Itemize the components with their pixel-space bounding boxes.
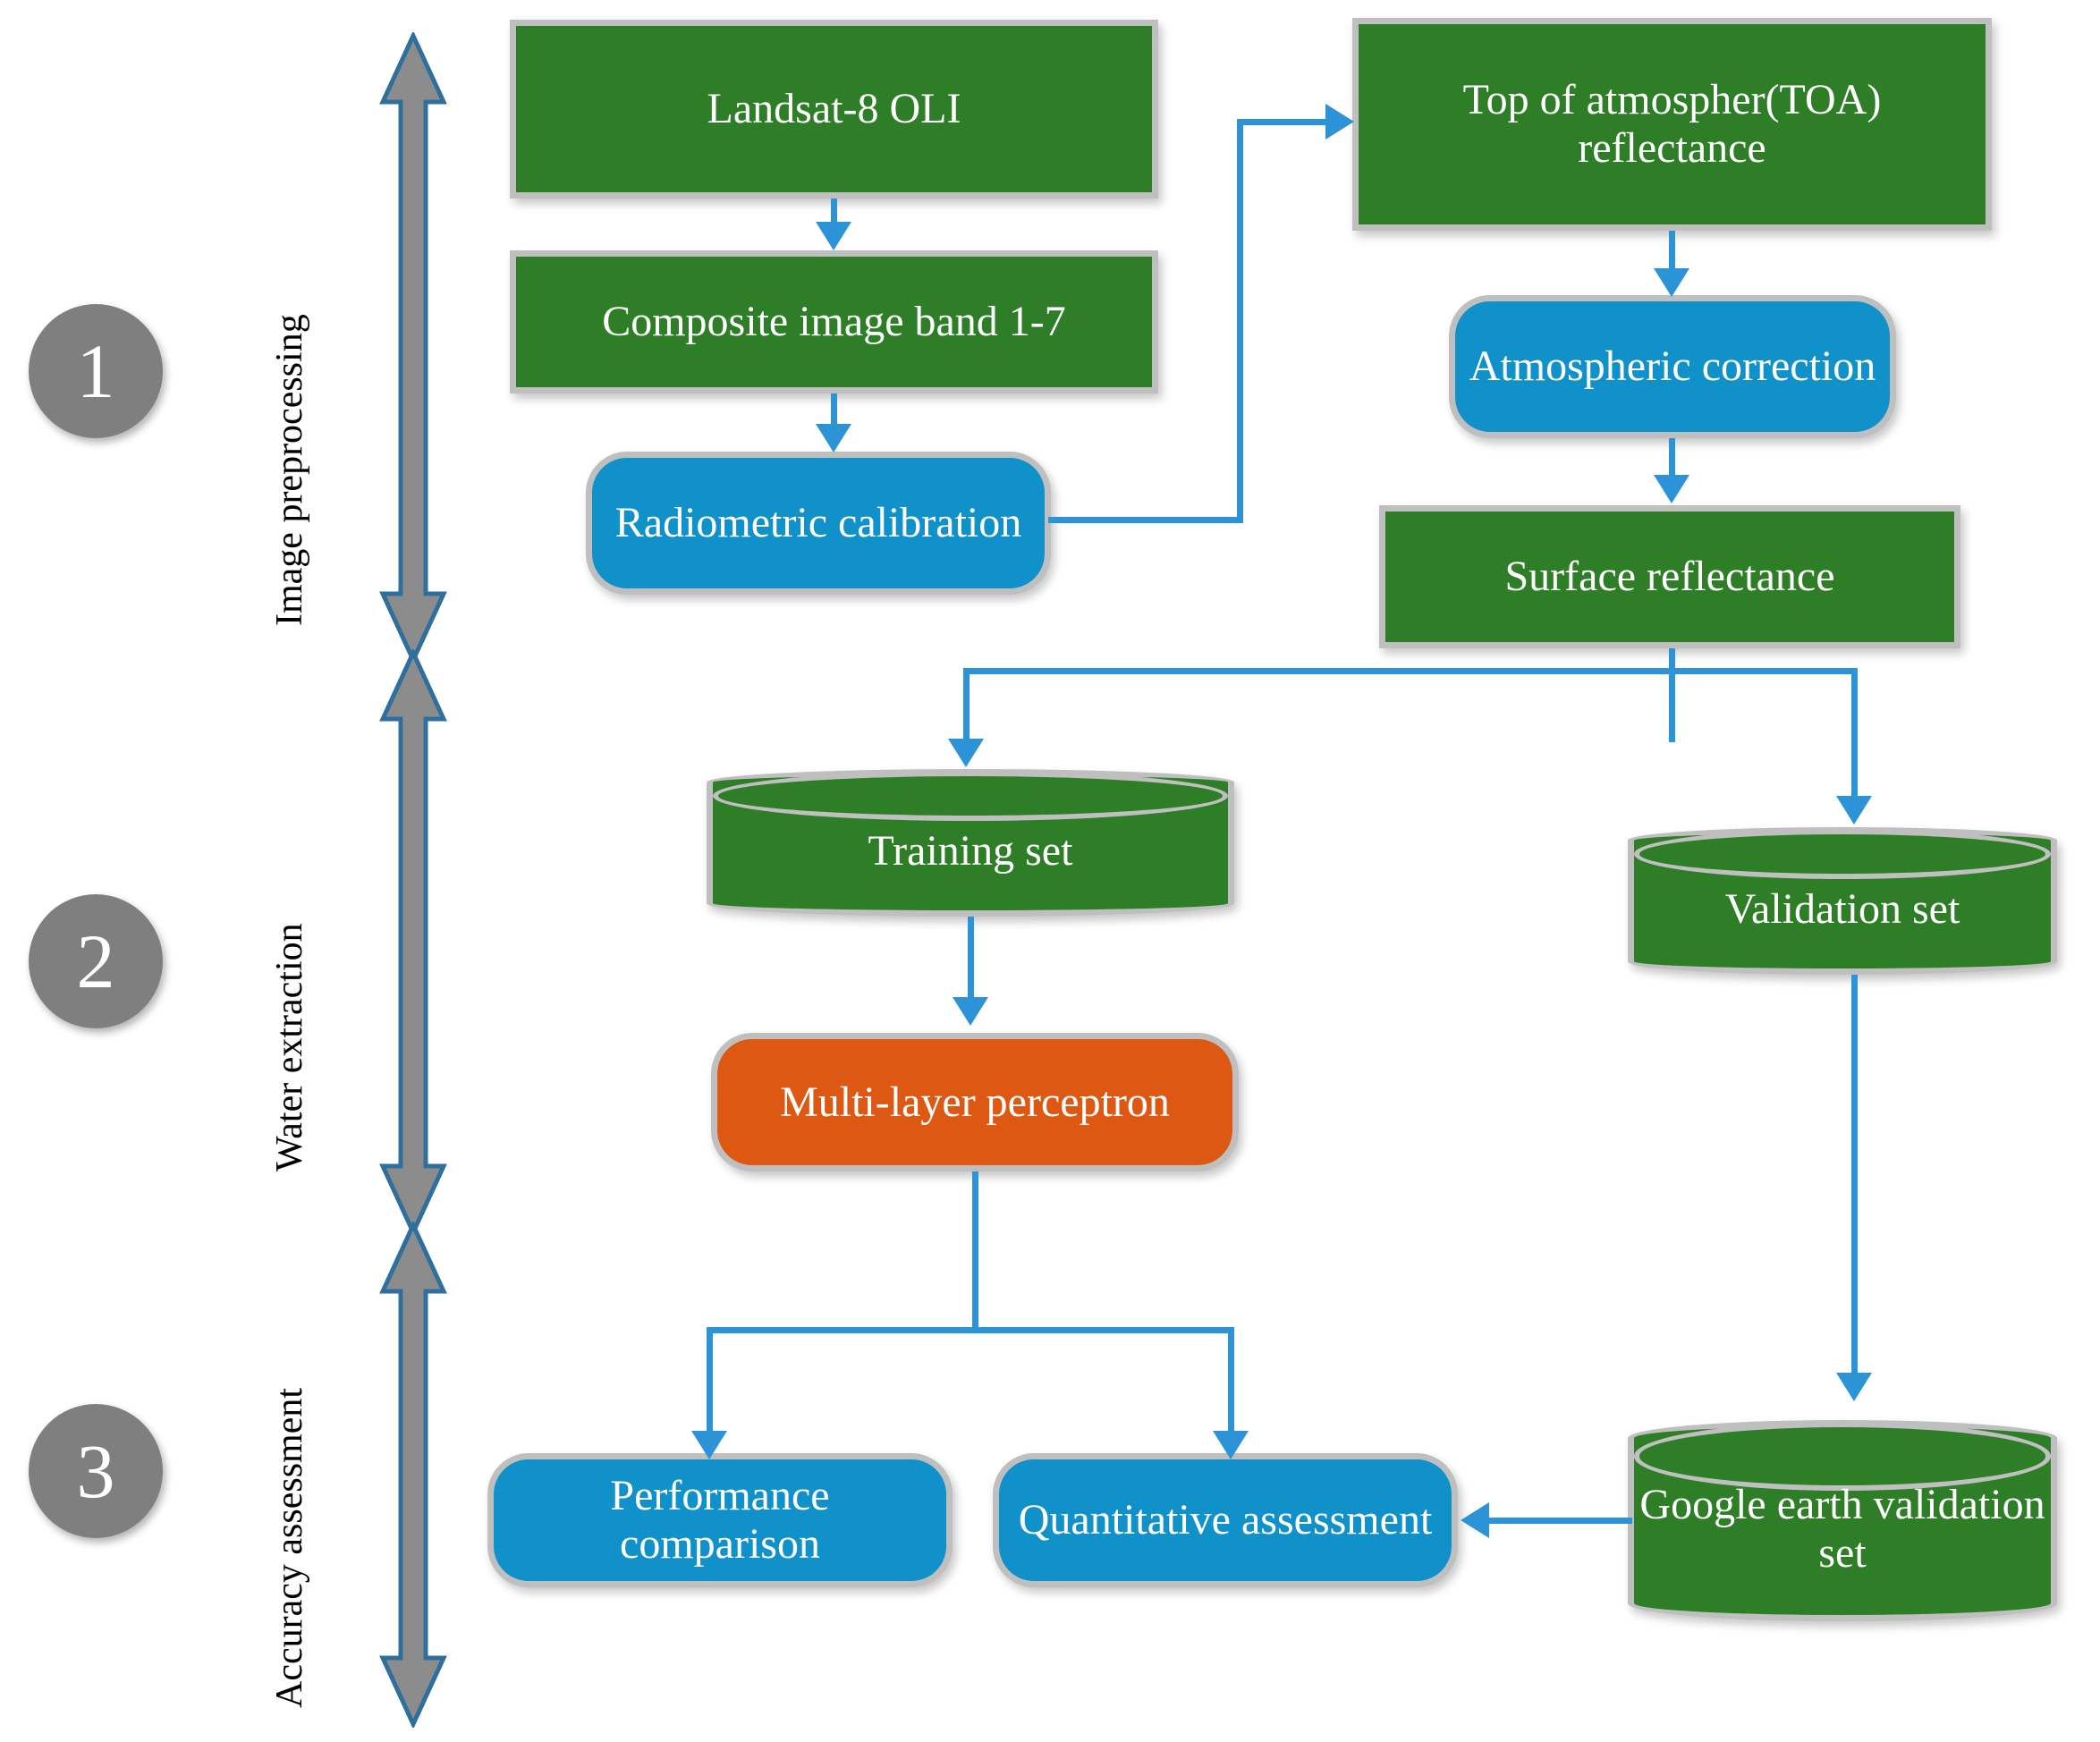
edge-atmospheric-to-surface-arrowhead — [1654, 475, 1689, 503]
edge-mlp-split-stem — [972, 1171, 978, 1332]
stage-number-1: 1 — [76, 328, 115, 414]
edge-google-to-quantitative-line — [1489, 1518, 1632, 1524]
edge-mlp-to-quantitative-arrowhead — [1213, 1431, 1249, 1459]
node-toa-reflectance[interactable]: Top of atmospher(TOA) reflectance — [1352, 18, 1992, 231]
edge-radiometric-to-toa-segment-right — [1048, 517, 1243, 523]
node-training-set[interactable]: Training set — [707, 769, 1234, 917]
edge-radiometric-to-toa-arrowhead — [1325, 104, 1354, 140]
edge-composite-to-radiometric-arrowhead — [816, 424, 851, 452]
edge-training-to-mlp-arrowhead — [953, 997, 988, 1026]
edge-surface-to-validation-drop — [1851, 668, 1858, 802]
cylinder-lid — [1634, 829, 2051, 880]
node-multi-layer-perceptron[interactable]: Multi-layer perceptron — [711, 1033, 1239, 1171]
edge-surface-to-training-drop — [963, 668, 970, 744]
phase-range-arrow-2 — [379, 647, 447, 1238]
node-composite-image[interactable]: Composite image band 1-7 — [510, 250, 1158, 393]
edge-validation-to-google-line — [1851, 975, 1858, 1377]
node-surface-reflectance[interactable]: Surface reflectance — [1379, 505, 1960, 648]
phase-label-image-preprocessing: Image preprocessing — [269, 314, 310, 626]
edge-surface-to-validation-arrowhead — [1836, 796, 1872, 824]
edge-google-to-quantitative-arrowhead — [1461, 1502, 1489, 1538]
stage-number-3: 3 — [76, 1428, 115, 1514]
node-validation-set-label: Validation set — [1724, 884, 1960, 933]
edge-mlp-to-performance-drop — [707, 1327, 713, 1439]
edge-toa-to-atmospheric-line — [1669, 231, 1675, 274]
edge-atmospheric-to-surface-line — [1669, 438, 1675, 478]
edge-surface-split-bus — [963, 668, 1858, 674]
phase-range-arrow-1 — [379, 30, 447, 665]
node-atmospheric-correction[interactable]: Atmospheric correction — [1449, 295, 1896, 438]
edge-composite-to-radiometric-line — [831, 393, 837, 427]
edge-validation-to-google-arrowhead — [1836, 1373, 1872, 1401]
node-google-earth-validation-set[interactable]: Google earth validation set — [1628, 1420, 2057, 1621]
edge-radiometric-to-toa-segment-in — [1237, 119, 1331, 125]
node-training-set-label: Training set — [868, 826, 1073, 875]
phase-range-arrow-3 — [379, 1220, 447, 1729]
phase-label-water-extraction: Water extraction — [269, 923, 310, 1171]
node-performance-comparison[interactable]: Performance comparison — [487, 1453, 953, 1587]
edge-mlp-split-bus — [707, 1327, 1234, 1333]
edge-surface-to-training-arrowhead — [948, 739, 984, 767]
phase-label-accuracy-assessment: Accuracy assessment — [269, 1387, 310, 1708]
edge-landsat-to-composite-line — [831, 199, 837, 227]
cylinder-lid — [1634, 1422, 2051, 1491]
cylinder-lid — [713, 771, 1228, 822]
edge-training-to-mlp-line — [968, 917, 974, 1002]
node-radiometric-calibration[interactable]: Radiometric calibration — [586, 452, 1051, 595]
stage-number-2: 2 — [76, 918, 115, 1004]
edge-mlp-to-quantitative-drop — [1228, 1327, 1234, 1439]
stage-marker-2: 2 — [29, 894, 163, 1028]
edge-landsat-to-composite-arrowhead — [816, 222, 851, 250]
stage-marker-3: 3 — [29, 1404, 163, 1538]
node-landsat-8-oli[interactable]: Landsat-8 OLI — [510, 20, 1158, 199]
edge-toa-to-atmospheric-arrowhead — [1654, 268, 1689, 297]
node-google-earth-validation-set-label: Google earth validation set — [1639, 1480, 2045, 1577]
stage-marker-1: 1 — [29, 304, 163, 438]
node-quantitative-assessment[interactable]: Quantitative assessment — [993, 1453, 1458, 1587]
node-validation-set[interactable]: Validation set — [1628, 827, 2057, 975]
edge-surface-split-stem — [1669, 648, 1675, 742]
edge-mlp-to-performance-arrowhead — [691, 1431, 727, 1459]
edge-radiometric-to-toa-segment-up — [1237, 119, 1243, 523]
